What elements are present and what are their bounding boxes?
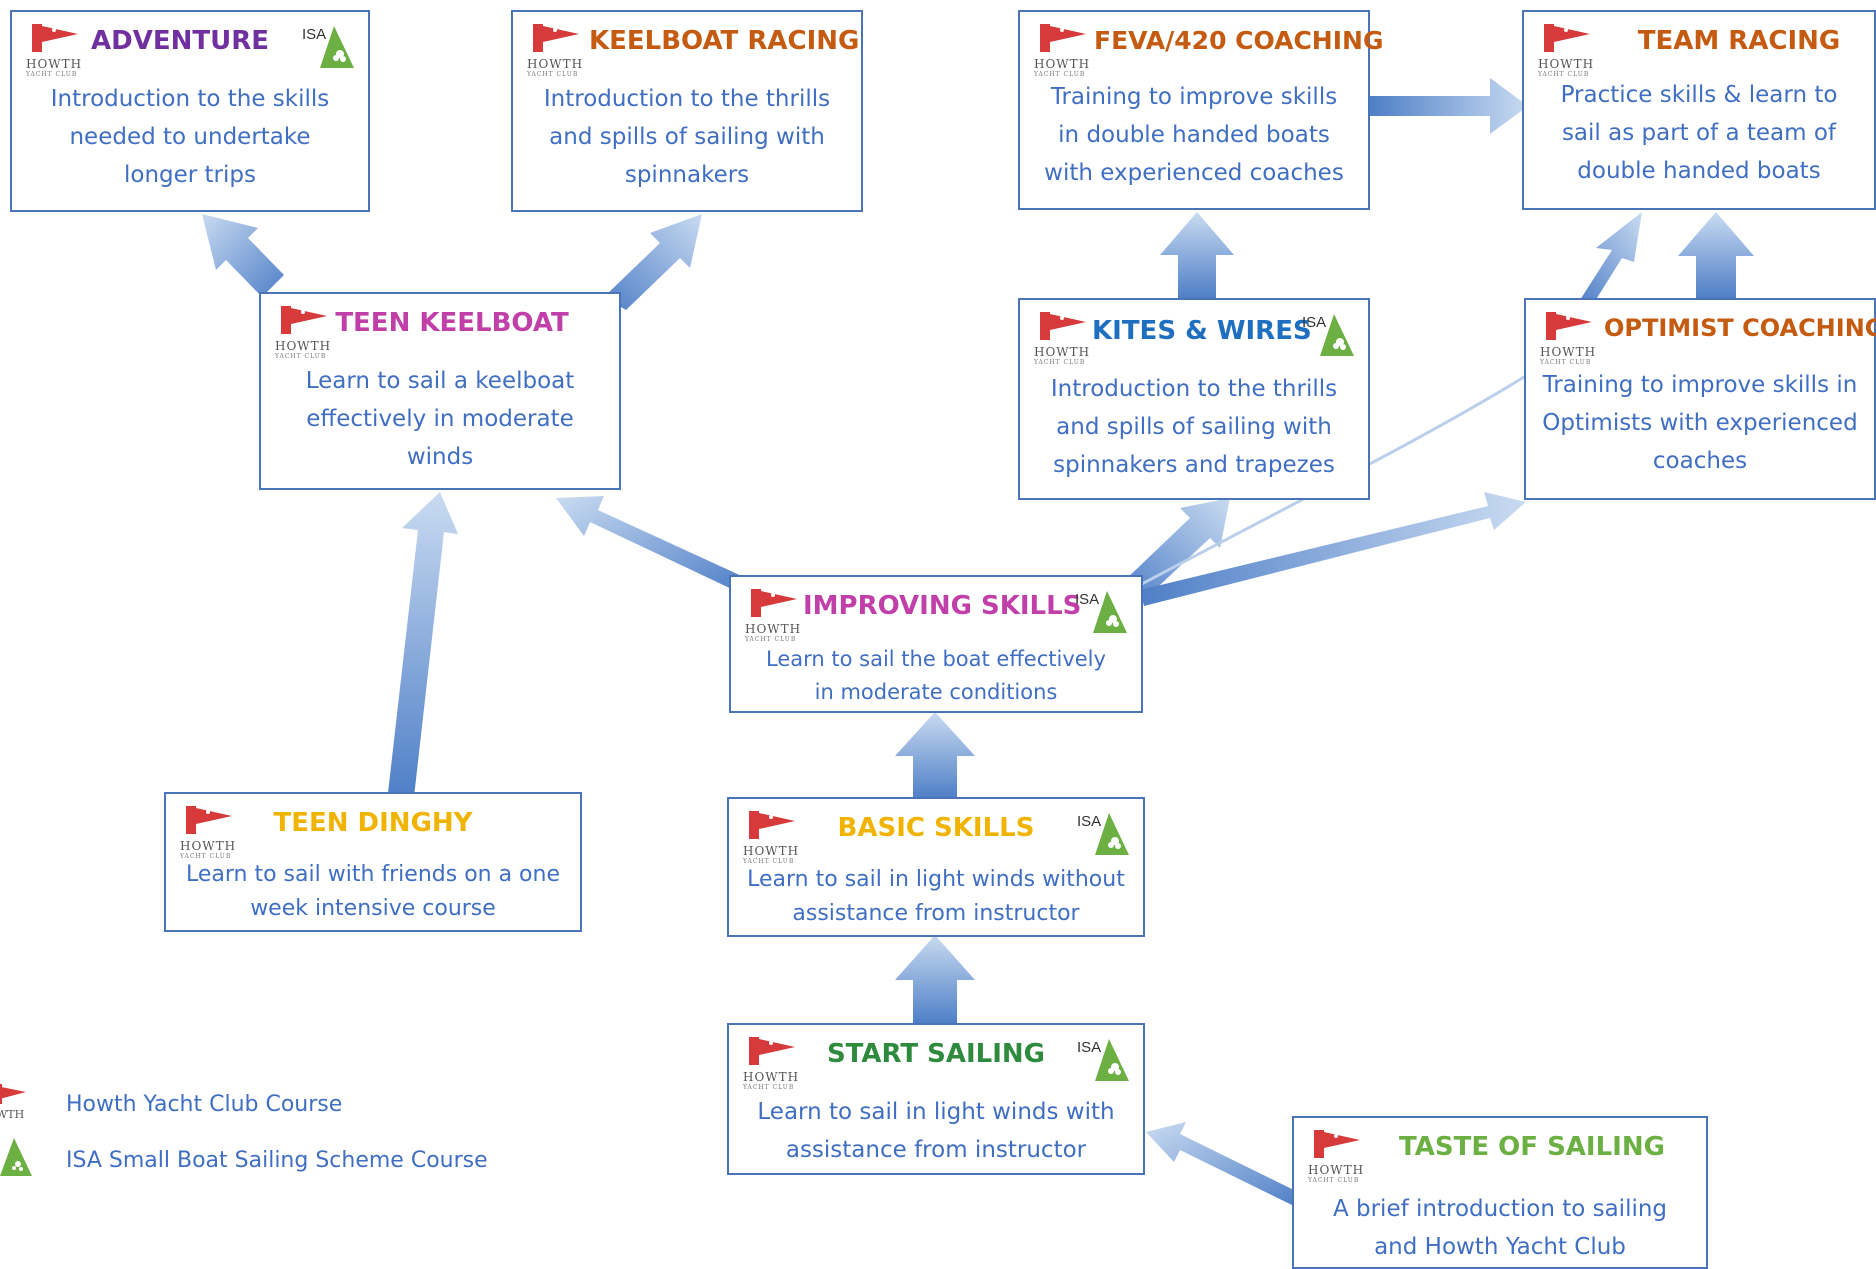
arrow-optimist-to-teamracing-angled [1580, 212, 1642, 306]
isa-sail-icon [1093, 591, 1127, 633]
arrow-start-to-basic [895, 935, 975, 1023]
course-title: OPTIMIST COACHING [1604, 314, 1876, 342]
course-description: Learn to sail the boat effectively in mo… [766, 647, 1106, 704]
isa-sail-icon [1095, 1039, 1129, 1081]
hyc-flag-icon [749, 811, 795, 839]
hyc-flag-icon: WTH [0, 1084, 26, 1121]
course-box-improving-skills: HOWTH YACHT CLUB IMPROVING SKILLS ISA Le… [729, 575, 1143, 713]
course-title: FEVA/420 COACHING [1094, 26, 1384, 55]
course-description: Learn to sail a keelboat effectively in … [305, 368, 575, 470]
course-title: TEAM RACING [1637, 26, 1841, 56]
svg-text:WTH: WTH [0, 1108, 24, 1121]
course-box-team-racing: HOWTH YACHT CLUB TEAM RACING Practice sk… [1522, 10, 1876, 210]
course-box-adventure: HOWTH YACHT CLUB ADVENTURE ISA Introduct… [10, 10, 370, 212]
hyc-flag-icon [1040, 24, 1086, 52]
hyc-flag-icon [1314, 1130, 1360, 1158]
isa-logo: ISA [300, 24, 356, 70]
arrow-teenkeelboat-to-keelboatracing [604, 214, 702, 310]
isa-logo: ISA [1300, 312, 1356, 358]
legend-isa: ISA Small Boat Sailing Scheme Course [0, 1136, 488, 1186]
course-description: Learn to sail in light winds without ass… [747, 867, 1125, 926]
isa-sail-icon [0, 1138, 32, 1176]
course-box-start-sailing: HOWTH YACHT CLUB START SAILING ISA Learn… [727, 1023, 1145, 1175]
course-title: TEEN DINGHY [273, 808, 473, 838]
arrow-basic-to-improving [895, 712, 975, 798]
course-box-teen-dinghy: HOWTH YACHT CLUB TEEN DINGHY Learn to sa… [164, 792, 582, 932]
course-description: Learn to sail in light winds with assist… [757, 1099, 1115, 1163]
hyc-flag-icon [32, 24, 78, 52]
course-description: Introduction to the thrills and spills o… [1050, 376, 1338, 478]
arrow-optimist-to-teamracing [1678, 212, 1754, 298]
arrow-improving-to-teenkeelboat [556, 496, 746, 592]
course-title: KEELBOAT RACING [589, 26, 860, 56]
course-title: KITES & WIRES [1092, 316, 1312, 346]
isa-logo: ISA [1073, 589, 1129, 635]
course-title: BASIC SKILLS [837, 813, 1035, 843]
legend-isa-label: ISA Small Boat Sailing Scheme Course [66, 1148, 488, 1173]
hyc-flag-icon [186, 806, 232, 834]
course-box-basic-skills: HOWTH YACHT CLUB BASIC SKILLS ISA Learn … [727, 797, 1145, 937]
course-description: Practice skills & learn to sail as part … [1560, 82, 1838, 184]
hyc-logo: HOWTH YACHT CLUB [527, 22, 593, 82]
course-description: Training to improve skills in Optimists … [1542, 372, 1858, 474]
hyc-logo: HOWTH YACHT CLUB [1540, 310, 1606, 370]
hyc-flag-icon [533, 24, 579, 52]
course-description: Training to improve skills in double han… [1044, 84, 1344, 186]
hyc-flag-icon [1544, 24, 1590, 52]
legend-hyc-label: Howth Yacht Club Course [66, 1092, 343, 1117]
arrow-improving-to-optimist [1140, 492, 1526, 606]
isa-sail-icon [1095, 813, 1129, 855]
hyc-logo: HOWTH YACHT CLUB [1034, 22, 1100, 82]
hyc-flag-icon [749, 1037, 795, 1065]
arrow-kites-to-feva [1160, 212, 1234, 298]
isa-logo: ISA [1075, 811, 1131, 857]
course-box-teen-keelboat: HOWTH YACHT CLUB TEEN KEELBOAT Learn to … [259, 292, 621, 490]
hyc-flag-icon [1040, 312, 1086, 340]
course-box-keelboat-racing: HOWTH YACHT CLUB KEELBOAT RACING Introdu… [511, 10, 863, 212]
course-box-kites-wires: HOWTH YACHT CLUB KITES & WIRES ISA Intro… [1018, 298, 1370, 500]
arrow-teenkeelboat-to-adventure [202, 214, 284, 297]
hyc-logo: HOWTH YACHT CLUB [26, 22, 92, 82]
hyc-logo: HOWTH YACHT CLUB [275, 304, 341, 364]
hyc-logo: HOWTH YACHT CLUB [1308, 1128, 1374, 1188]
hyc-flag-icon [1546, 312, 1592, 340]
hyc-logo: HOWTH YACHT CLUB [180, 804, 246, 864]
arrow-teendinghy-to-teenkeelboat [388, 492, 458, 797]
course-description: Introduction to the skills needed to und… [50, 86, 330, 188]
course-description: Introduction to the thrills and spills o… [543, 86, 831, 188]
course-title: ADVENTURE [91, 26, 269, 56]
course-box-optimist: HOWTH YACHT CLUB OPTIMIST COACHING Train… [1524, 298, 1876, 500]
course-box-taste-of-sailing: HOWTH YACHT CLUB TASTE OF SAILING A brie… [1292, 1116, 1708, 1269]
arrow-taste-to-start [1146, 1122, 1298, 1206]
course-title: IMPROVING SKILLS [803, 591, 1082, 621]
arrow-improving-to-kites [1122, 498, 1230, 600]
isa-sail-icon [1320, 314, 1354, 356]
course-box-feva-420: HOWTH YACHT CLUB FEVA/420 COACHING Train… [1018, 10, 1384, 210]
course-title: START SAILING [826, 1039, 1046, 1069]
hyc-flag-icon [751, 589, 797, 617]
hyc-logo: HOWTH YACHT CLUB [743, 1035, 809, 1095]
hyc-logo: HOWTH YACHT CLUB [743, 809, 809, 869]
arrow-feva-to-teamracing [1370, 78, 1528, 134]
hyc-logo: HOWTH YACHT CLUB [745, 587, 811, 647]
course-title: TEEN KEELBOAT [335, 308, 569, 338]
isa-sail-icon [320, 26, 354, 68]
course-title: TASTE OF SAILING [1399, 1132, 1665, 1162]
hyc-logo: HOWTH YACHT CLUB [1034, 310, 1100, 370]
hyc-logo: HOWTH YACHT CLUB [1538, 22, 1604, 82]
course-description: A brief introduction to sailing and Howt… [1332, 1196, 1668, 1260]
legend-hyc: WTH Howth Yacht Club Course [0, 1080, 380, 1130]
hyc-flag-icon [281, 306, 327, 334]
isa-logo: ISA [1075, 1037, 1131, 1083]
course-description: Learn to sail with friends on a one week… [186, 862, 560, 921]
